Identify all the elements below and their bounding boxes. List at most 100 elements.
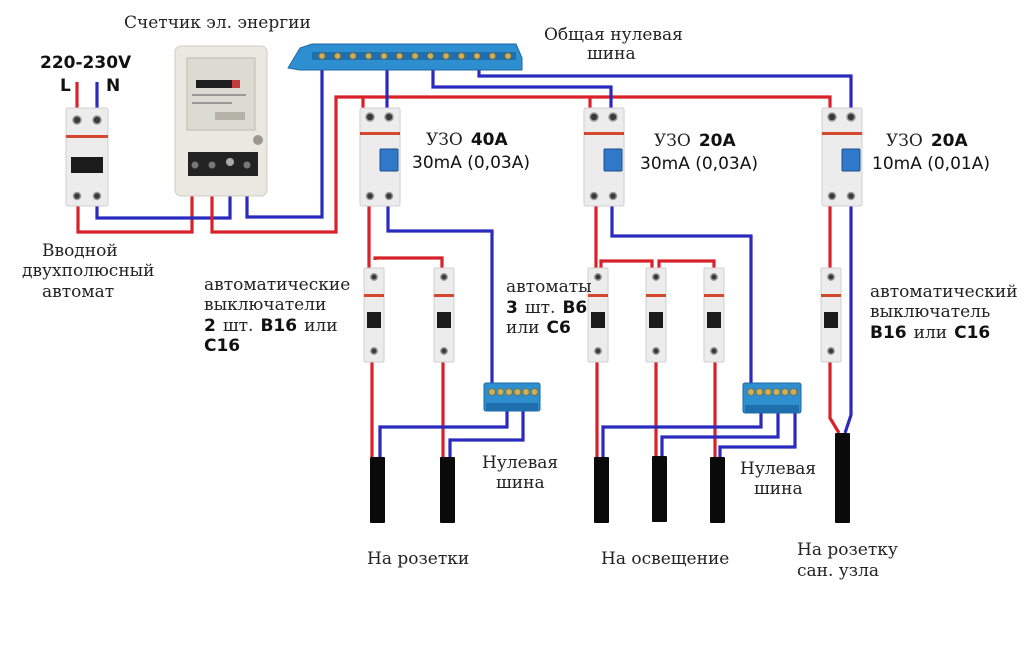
g1-b2-neutral: [448, 400, 525, 457]
rcd2-neutral-out: [610, 205, 753, 384]
bus-to-rcd3-neutral: [477, 58, 853, 110]
rcd2-prefix: УЗО: [654, 131, 691, 151]
breaker-toggle-icon: [367, 312, 381, 328]
neutral-bar-1: [483, 382, 541, 412]
busbar-screw: [457, 52, 466, 60]
rcd-toggle-icon: [603, 148, 623, 172]
bus-to-rcd2-neutral: [431, 58, 613, 110]
output-bathroom-label-line1: На розетку: [797, 540, 898, 560]
rcd2-phase-bridge-2: [657, 259, 716, 268]
cable-lighting-3: [710, 457, 725, 523]
neutral-bar2-label-line1: Нулевая: [740, 459, 816, 479]
busbar-screw: [426, 52, 435, 60]
neutral-bar-screw: [764, 388, 772, 396]
main-two-pole-breaker: [65, 107, 109, 207]
neutral-bar1-label-line2: шина: [496, 473, 545, 493]
group2-label-line1: автоматы: [506, 277, 592, 297]
supply-voltage-label: 220-230V: [40, 53, 132, 73]
neutral-bar-screw: [789, 388, 798, 396]
g1-b1-neutral: [378, 400, 509, 457]
busbar-screw: [333, 52, 342, 60]
breaker-toggle-icon: [824, 312, 838, 328]
rcd-2: [583, 107, 625, 207]
output-sockets-label: На розетки: [367, 549, 469, 569]
main-breaker-label-line2: двухполюсный: [22, 261, 155, 281]
neutral-bar-screw: [488, 388, 496, 396]
g2-b3-neutral: [718, 400, 797, 457]
busbar-screw: [395, 52, 404, 60]
cable-lighting-2: [652, 456, 667, 522]
rcd1-prefix: УЗО: [426, 130, 463, 150]
cable-sockets-2: [440, 457, 455, 523]
breaker-toggle-icon: [437, 312, 451, 328]
meter-out-phase: [210, 95, 832, 234]
rcd1-leakage: 30mA (0,03A): [412, 153, 530, 173]
group3-label-line1: автоматический: [870, 282, 1018, 302]
main-bus-label-line2: шина: [587, 44, 636, 64]
g3-phase-down: [828, 356, 841, 434]
group3-label-line3: B16 или C16: [870, 323, 990, 343]
cable-lighting-1: [594, 457, 609, 523]
rcd2-title: УЗО 20A: [654, 131, 736, 151]
neutral-bar-screw: [513, 388, 522, 396]
neutral-bar-screw: [772, 388, 781, 396]
breaker-1: [363, 267, 385, 363]
breaker-3: [587, 267, 609, 363]
output-bathroom-label-line2: сан. узла: [797, 561, 879, 581]
group1-label-line4: C16: [204, 336, 240, 356]
rcd3-rating: 20A: [931, 131, 969, 151]
group2-label-line2: 3 шт. B6: [506, 298, 587, 318]
rcd3-leakage: 10mA (0,01A): [872, 154, 990, 174]
labels: 220-230V L N Счетчик эл. энергии Общая н…: [22, 13, 1018, 581]
neutral-bar-screw: [496, 388, 505, 396]
group3-label-line2: выключатель: [870, 302, 990, 322]
neutral-bar-2: [742, 382, 802, 414]
rcd1-rating: 40A: [471, 130, 509, 150]
electricity-meter: [174, 45, 268, 197]
group1-label-line1: автоматические: [204, 275, 350, 295]
meter-label: Счетчик эл. энергии: [124, 13, 311, 33]
rcd-3: [821, 107, 863, 207]
busbar-screw: [349, 52, 357, 60]
neutral-bar-screw: [781, 388, 789, 396]
neutral-bar-screw: [505, 388, 513, 396]
breaker-to-meter-neutral: [95, 176, 232, 220]
busbar-screw: [442, 52, 450, 60]
rcd2-rating: 20A: [699, 131, 737, 151]
rcd1-neutral-out: [386, 205, 494, 384]
group2-label-line3: или C6: [506, 318, 571, 338]
breaker-toggle-icon: [649, 312, 663, 328]
busbar-screw: [380, 52, 388, 60]
main-bus-label-line1: Общая нулевая: [544, 25, 683, 45]
breaker-toggle-icon: [591, 312, 605, 328]
main-neutral-busbar: [287, 43, 523, 71]
supply-neutral-label: N: [106, 76, 120, 96]
main-breaker-label-line1: Вводной: [42, 241, 118, 261]
rcd-1: [359, 107, 401, 207]
cable-bathroom: [835, 433, 850, 523]
breaker-toggle-icon: [707, 312, 721, 328]
circuit-breakers: [363, 267, 842, 363]
busbar-screw: [411, 52, 419, 60]
rcd-devices: [359, 107, 863, 207]
busbar-screw: [318, 52, 326, 60]
busbar-screw: [473, 52, 481, 60]
rcd1-phase-bridge: [373, 256, 444, 268]
neutral-bar-screw: [522, 388, 530, 396]
output-lighting-label: На освещение: [601, 549, 729, 569]
busbar-screw: [504, 52, 512, 60]
group1-label-line2: выключатели: [204, 295, 326, 315]
output-cables: [370, 433, 850, 523]
rcd3-title: УЗО 20A: [886, 131, 968, 151]
group1-label-line3: 2 шт. B16 или: [204, 316, 338, 336]
rcd2-leakage: 30mA (0,03A): [640, 154, 758, 174]
neutral-bar2-label-line2: шина: [754, 479, 803, 499]
breaker-4: [645, 267, 667, 363]
g2-b2-neutral: [660, 400, 780, 457]
supply-phase-label: L: [60, 76, 71, 96]
rcd3-neutral-out: [843, 205, 853, 434]
busbar-screw: [488, 52, 497, 60]
main-breaker-label-line3: автомат: [42, 282, 114, 302]
breaker-5: [703, 267, 725, 363]
